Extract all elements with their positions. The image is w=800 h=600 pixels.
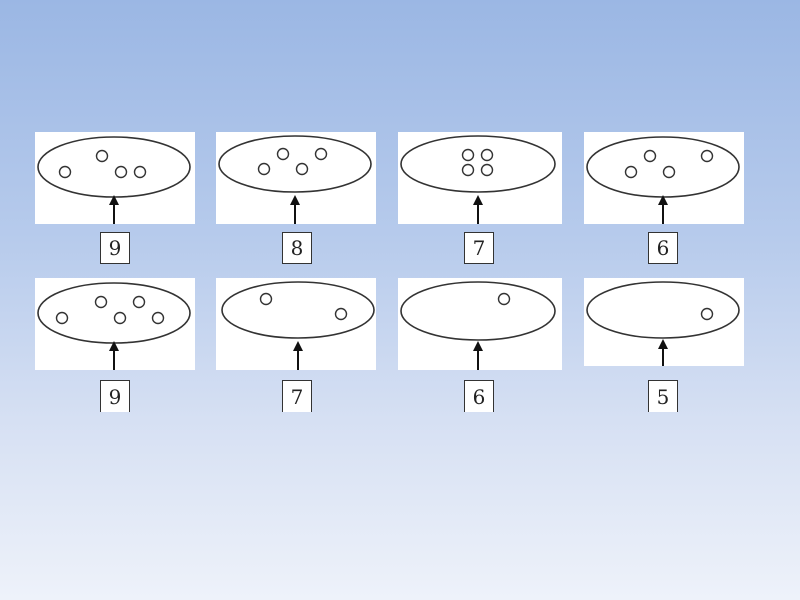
number-label: 6	[656, 236, 670, 260]
number-box-8: 5	[648, 380, 678, 412]
number-box-5: 9	[100, 380, 130, 412]
element-circle	[334, 307, 348, 321]
set-diagram-4	[586, 136, 740, 224]
element-circle	[113, 311, 127, 325]
arrow-head-icon	[293, 341, 303, 351]
panel-7	[398, 278, 562, 370]
element-circle	[480, 163, 494, 177]
set-diagram-7	[400, 281, 556, 370]
set-diagram-1	[37, 136, 191, 224]
element-circle	[497, 292, 511, 306]
number-label: 5	[656, 384, 670, 409]
arrow-head-icon	[473, 195, 483, 205]
set-diagram-5	[37, 282, 191, 370]
number-box-7: 6	[464, 380, 494, 412]
element-circle	[480, 148, 494, 162]
arrow-head-icon	[290, 195, 300, 205]
element-circle	[314, 147, 328, 161]
set-ellipse	[400, 135, 556, 193]
set-diagram-8	[586, 281, 740, 366]
panel-1	[35, 132, 195, 224]
panel-6	[216, 278, 376, 370]
element-circle	[662, 165, 676, 179]
number-label: 7	[290, 384, 304, 409]
set-diagram-6	[221, 281, 375, 370]
element-circle	[259, 292, 273, 306]
set-ellipse	[37, 136, 191, 198]
number-box-4: 6	[648, 232, 678, 264]
number-box-3: 7	[464, 232, 494, 264]
set-ellipse	[218, 135, 372, 193]
element-circle	[133, 165, 147, 179]
element-circle	[624, 165, 638, 179]
arrow-head-icon	[473, 341, 483, 351]
element-circle	[700, 149, 714, 163]
arrow-head-icon	[658, 339, 668, 349]
set-ellipse	[586, 281, 740, 339]
number-label: 6	[472, 384, 486, 409]
number-label: 9	[108, 384, 122, 409]
panel-2	[216, 132, 376, 224]
element-circle	[151, 311, 165, 325]
number-label: 9	[108, 236, 122, 260]
element-circle	[114, 165, 128, 179]
element-circle	[94, 295, 108, 309]
element-circle	[461, 148, 475, 162]
element-circle	[58, 165, 72, 179]
number-box-6: 7	[282, 380, 312, 412]
set-ellipse	[221, 281, 375, 339]
element-circle	[643, 149, 657, 163]
number-box-2: 8	[282, 232, 312, 264]
arrow-head-icon	[109, 341, 119, 351]
set-diagram-3	[400, 135, 556, 224]
set-ellipse	[400, 281, 556, 341]
element-circle	[700, 307, 714, 321]
element-circle	[295, 162, 309, 176]
panel-5	[35, 278, 195, 370]
element-circle	[55, 311, 69, 325]
element-circle	[461, 163, 475, 177]
number-box-1: 9	[100, 232, 130, 264]
panel-3	[398, 132, 562, 224]
panel-8	[584, 278, 744, 366]
element-circle	[95, 149, 109, 163]
number-label: 8	[290, 236, 304, 260]
element-circle	[257, 162, 271, 176]
arrow-head-icon	[658, 195, 668, 205]
number-label: 7	[472, 236, 486, 260]
arrow-head-icon	[109, 195, 119, 205]
element-circle	[132, 295, 146, 309]
panel-4	[584, 132, 744, 224]
element-circle	[276, 147, 290, 161]
set-diagram-2	[218, 135, 372, 224]
set-ellipse	[586, 136, 740, 198]
